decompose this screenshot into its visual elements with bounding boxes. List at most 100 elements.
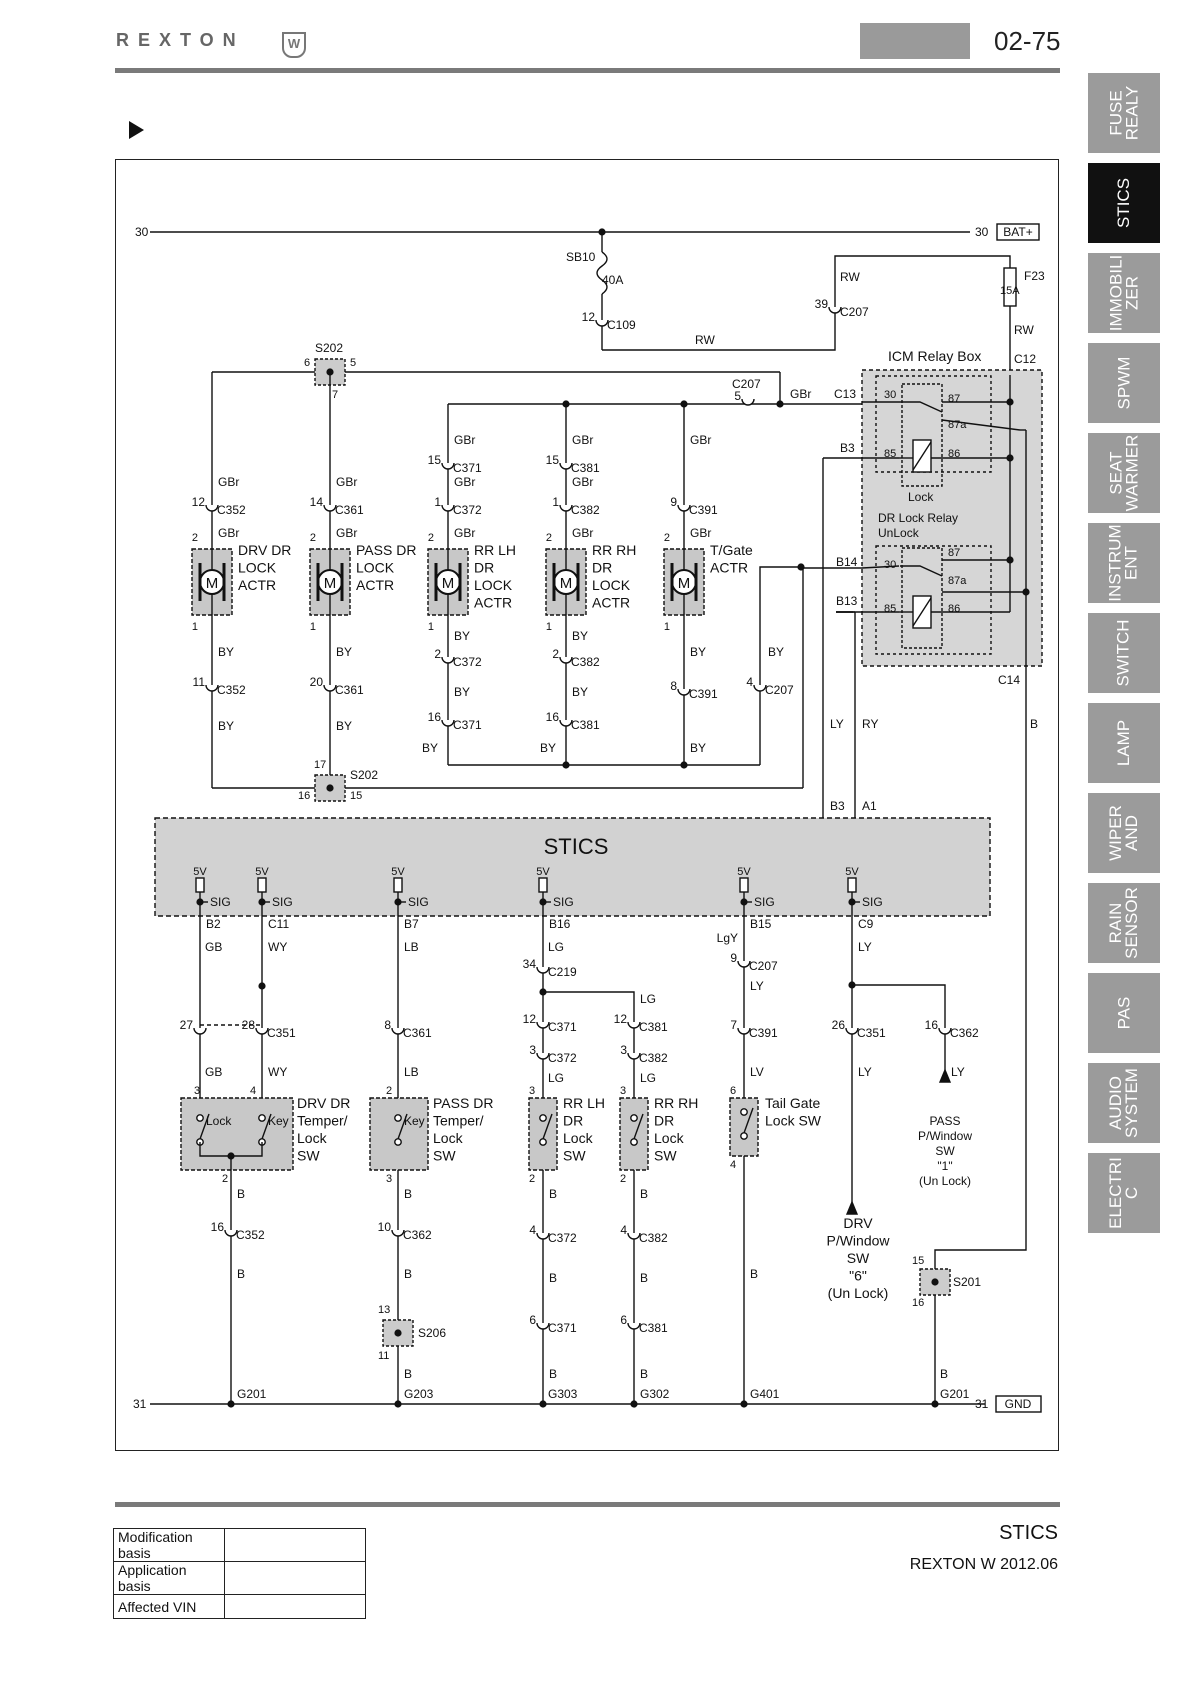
tab-electri-c[interactable]: ELECTRI C <box>1088 1153 1160 1233</box>
section-marker-icon <box>129 121 144 139</box>
connector-mark <box>677 688 691 696</box>
connector-mark <box>741 398 755 406</box>
wire <box>912 441 932 471</box>
tab-spwm[interactable]: SPWM <box>1088 343 1160 423</box>
relay-pin: 86 <box>948 603 960 615</box>
tab-label: INSTRUM ENT <box>1106 524 1142 602</box>
tab-label: STICS <box>1114 177 1133 229</box>
tab-stics[interactable]: STICS <box>1088 163 1160 243</box>
connector-label: C382 <box>571 503 600 517</box>
pin-number: 6 <box>620 1313 627 1327</box>
junction-dot <box>227 1400 235 1408</box>
fuse-icon <box>596 251 608 295</box>
wire-color: LG <box>548 1071 564 1085</box>
pin-number: 8 <box>670 679 677 693</box>
junction-dot <box>1006 556 1014 564</box>
tab-fuse-realy[interactable]: FUSE REALY <box>1088 73 1160 153</box>
pin-number: 39 <box>815 297 829 311</box>
page-number: 02-75 <box>994 26 1061 56</box>
switch-contact <box>394 1138 402 1146</box>
wire-color: B <box>640 1187 648 1201</box>
arrow-up-icon <box>938 1068 952 1083</box>
tab-rain-sensor[interactable]: RAIN SENSOR <box>1088 883 1160 963</box>
junction-dot <box>1006 398 1014 406</box>
pin-number: 1 <box>434 495 441 509</box>
rail-label: 30 <box>975 225 989 239</box>
tab-switch[interactable]: SWITCH <box>1088 613 1160 693</box>
relay1-inner <box>901 383 943 487</box>
wire-color: RW <box>1014 323 1034 337</box>
wire-color: LV <box>750 1065 764 1079</box>
connector-label: C371 <box>548 1321 577 1335</box>
wire-color: LG <box>640 1071 656 1085</box>
pin-number: 6 <box>529 1313 536 1327</box>
wire-color: GBr <box>454 433 475 447</box>
switch-box <box>528 1097 558 1171</box>
tab-audio-system[interactable]: AUDIO SYSTEM <box>1088 1063 1160 1143</box>
pin-number: 4 <box>529 1223 536 1237</box>
relay-name: Lock <box>908 490 934 504</box>
wire <box>261 1113 272 1140</box>
pin-label: B3 <box>840 441 855 455</box>
wire <box>934 1236 1027 1404</box>
relay-pin: 87a <box>948 419 967 431</box>
tab-label: AUDIO SYSTEM <box>1106 1068 1141 1138</box>
wire-color: B <box>1030 717 1038 731</box>
switch-contact <box>539 1138 547 1146</box>
junction-dot <box>630 1400 638 1408</box>
connector-label: C361 <box>335 683 364 697</box>
pin-number: 3 <box>620 1043 627 1057</box>
pin-number: 10 <box>378 1220 392 1234</box>
pin-label: B15 <box>750 917 772 931</box>
wire <box>852 984 946 1070</box>
connector-label: C391 <box>689 687 718 701</box>
wire-color: GBr <box>690 526 711 540</box>
header-gray-block <box>860 23 970 59</box>
switch-box <box>729 1097 759 1157</box>
connector-label: C109 <box>607 318 636 332</box>
pin-number: 2 <box>428 532 434 544</box>
pin-number: 2 <box>546 532 552 544</box>
rail-label: 31 <box>133 1397 147 1411</box>
connector-mark <box>224 1229 238 1237</box>
pin-label: B2 <box>206 917 221 931</box>
wire <box>900 401 943 413</box>
relay-pin: 30 <box>884 559 896 571</box>
tab-wiper-and[interactable]: WIPER AND <box>1088 793 1160 873</box>
connector-label: C372 <box>548 1051 577 1065</box>
wire-color: BY <box>768 645 784 659</box>
pin-label: B13 <box>836 594 858 608</box>
connector-label: C372 <box>548 1231 577 1245</box>
pullup-resistor-icon <box>393 877 403 893</box>
wire-color: LY <box>750 979 764 993</box>
pin-number: 15 <box>428 453 442 467</box>
wire-color: GBr <box>454 475 475 489</box>
pin-number: 16 <box>298 790 310 802</box>
pullup-resistor-icon <box>257 877 267 893</box>
wire-color: LY <box>951 1065 965 1079</box>
wire-color: B <box>549 1271 557 1285</box>
pin-label: C9 <box>858 917 874 931</box>
tab-immobili-zer[interactable]: IMMOBILI ZER <box>1088 253 1160 333</box>
pullup-resistor-icon <box>538 877 548 893</box>
pin-number: 16 <box>211 1220 225 1234</box>
wire-color: BY <box>572 685 588 699</box>
switch-box <box>369 1097 429 1171</box>
tab-seat-warmer[interactable]: SEAT WARMER <box>1088 433 1160 513</box>
fuse-rating: 40A <box>602 273 623 287</box>
relay-lock-frame <box>875 375 992 473</box>
tab-pas[interactable]: PAS <box>1088 973 1160 1053</box>
tab-lamp[interactable]: LAMP <box>1088 703 1160 783</box>
pin-number: 1 <box>664 621 670 633</box>
wire-color: BY <box>540 741 556 755</box>
connector-mark <box>323 684 337 692</box>
pin-number: 12 <box>614 1012 628 1026</box>
wire-color: B <box>404 1267 412 1281</box>
tab-instrum-ent[interactable]: INSTRUM ENT <box>1088 523 1160 603</box>
pin-label: C11 <box>268 917 289 931</box>
ground-label: G203 <box>404 1387 434 1401</box>
revision-value <box>224 1561 366 1595</box>
relay-pin: 86 <box>948 448 960 460</box>
